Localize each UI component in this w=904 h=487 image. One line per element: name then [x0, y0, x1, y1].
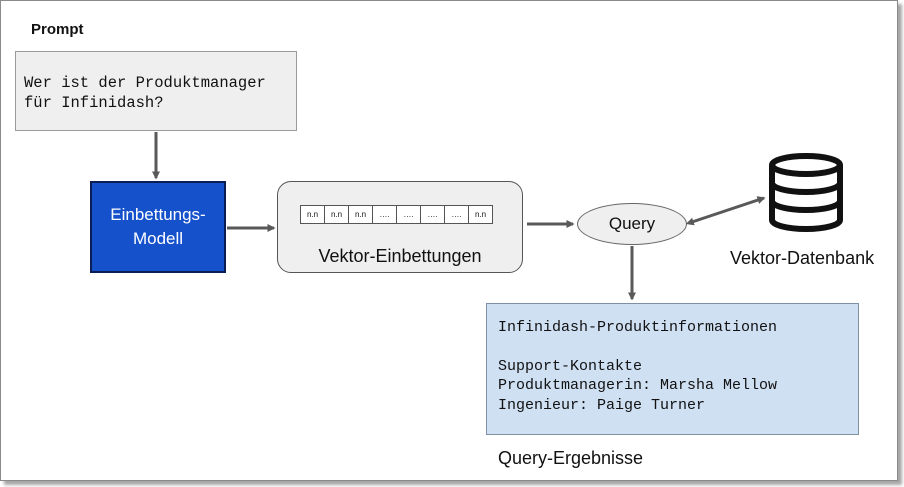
- vector-cell: n.n: [474, 210, 487, 219]
- results-line-2: Produktmanagerin: Marsha Mellow: [498, 377, 778, 394]
- embedding-model-line-2: Modell: [132, 229, 184, 248]
- embedding-model-line-1: Einbettungs-: [110, 205, 206, 224]
- vector-cell: n.n: [301, 206, 325, 223]
- query-results-label: Query-Ergebnisse: [498, 448, 644, 468]
- prompt-box: Wer ist der Produktmanager für Infinidash…: [15, 51, 297, 131]
- prompt-line-1: Wer ist der Produktmanager: [24, 74, 266, 92]
- vector-cells: n.n n.n n.n …. …. …. …. n.n: [300, 205, 493, 224]
- vector-cell: ….: [397, 206, 421, 223]
- arrow-query-db: [685, 196, 766, 226]
- prompt-line-2: für Infinidash?: [24, 94, 164, 112]
- vector-cell: ….: [373, 206, 397, 223]
- vector-database-label: Vektor-Datenbank: [730, 248, 875, 268]
- results-line-3: Ingenieur: Paige Turner: [498, 396, 706, 414]
- vector-embeddings-box: n.n n.n n.n …. …. …. …. n.n Vektor-Einbe…: [277, 181, 523, 273]
- results-line-1: Support-Kontakte: [498, 357, 643, 375]
- vector-embeddings-label: Vektor-Einbettungen: [318, 246, 482, 266]
- vector-cell: n.n: [349, 206, 373, 223]
- query-results-box: Infinidash-Produktinformationen Support-…: [486, 303, 859, 435]
- vector-cell: ….: [421, 206, 445, 223]
- vector-cell: ….: [445, 206, 469, 223]
- query-node: Query: [577, 203, 687, 245]
- results-title: Infinidash-Produktinformationen: [498, 319, 778, 336]
- database-icon: [769, 153, 843, 232]
- embedding-model-box: Einbettungs- Modell: [90, 181, 226, 273]
- vector-cell: n.n: [325, 206, 349, 223]
- prompt-title: Prompt: [31, 21, 84, 38]
